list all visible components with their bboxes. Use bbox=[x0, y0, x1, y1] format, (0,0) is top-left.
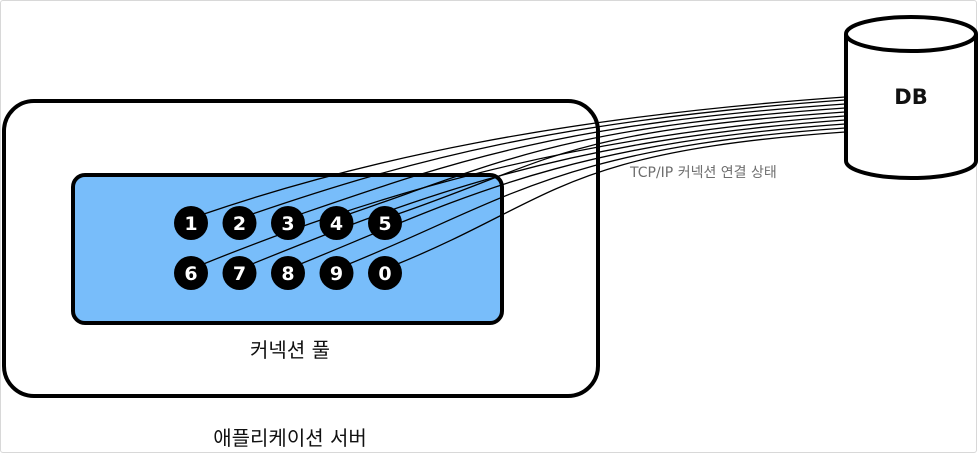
connection-circle bbox=[271, 256, 305, 290]
tcp-connection-line-4 bbox=[346, 107, 846, 216]
connection-number: 6 bbox=[184, 263, 197, 285]
connection-number: 1 bbox=[184, 213, 197, 235]
connection-circle bbox=[271, 206, 305, 240]
connection-1: 1 bbox=[174, 206, 208, 240]
connection-circle bbox=[222, 256, 257, 290]
database-body bbox=[844, 34, 978, 180]
connection-number: 8 bbox=[281, 263, 294, 285]
connection-circle bbox=[319, 256, 354, 290]
connection-list: 1 2 3 4 5 6 7 8 9 0 bbox=[174, 206, 402, 290]
connection-circle bbox=[174, 206, 208, 240]
connection-circle bbox=[368, 206, 402, 240]
connection-number: 7 bbox=[233, 263, 246, 285]
database-label: DB bbox=[894, 85, 927, 109]
tcp-connection-line-3 bbox=[297, 103, 846, 216]
connection-9: 9 bbox=[319, 256, 354, 290]
connection-circle bbox=[368, 256, 402, 290]
connection-number: 5 bbox=[378, 213, 391, 235]
connection-circle bbox=[319, 206, 354, 240]
connection-number: 4 bbox=[330, 213, 343, 235]
connection-0: 0 bbox=[368, 256, 402, 290]
connection-2: 2 bbox=[222, 206, 257, 240]
connection-number: 3 bbox=[281, 213, 294, 235]
connection-6: 6 bbox=[174, 256, 208, 290]
connection-circle bbox=[174, 256, 208, 290]
tcp-connection-line-1 bbox=[200, 96, 846, 216]
tcp-connection-line-6 bbox=[200, 115, 846, 266]
tcp-connection-line-5 bbox=[394, 111, 846, 216]
database-top bbox=[844, 15, 978, 53]
connection-pool-label: 커넥션 풀 bbox=[250, 338, 330, 362]
application-server-label: 애플리케이션 서버 bbox=[213, 426, 367, 450]
database-cylinder bbox=[844, 15, 978, 180]
connection-3: 3 bbox=[271, 206, 305, 240]
tcp-connection-line-8 bbox=[297, 123, 846, 266]
tcp-connection-line-2 bbox=[249, 99, 846, 216]
connection-5: 5 bbox=[368, 206, 402, 240]
tcp-connection-line-7 bbox=[249, 119, 846, 266]
connection-8: 8 bbox=[271, 256, 305, 290]
tcp-connection-line-0 bbox=[394, 131, 846, 266]
connection-7: 7 bbox=[222, 256, 257, 290]
connection-4: 4 bbox=[319, 206, 354, 240]
tcp-connection-line-9 bbox=[346, 127, 846, 266]
connection-number: 2 bbox=[233, 213, 246, 235]
connection-number: 0 bbox=[378, 263, 391, 285]
tcp-connection-label: TCP/IP 커넥션 연결 상태 bbox=[629, 165, 777, 181]
connection-number: 9 bbox=[330, 263, 343, 285]
tcp-connection-lines bbox=[200, 96, 846, 266]
connection-circle bbox=[222, 206, 257, 240]
